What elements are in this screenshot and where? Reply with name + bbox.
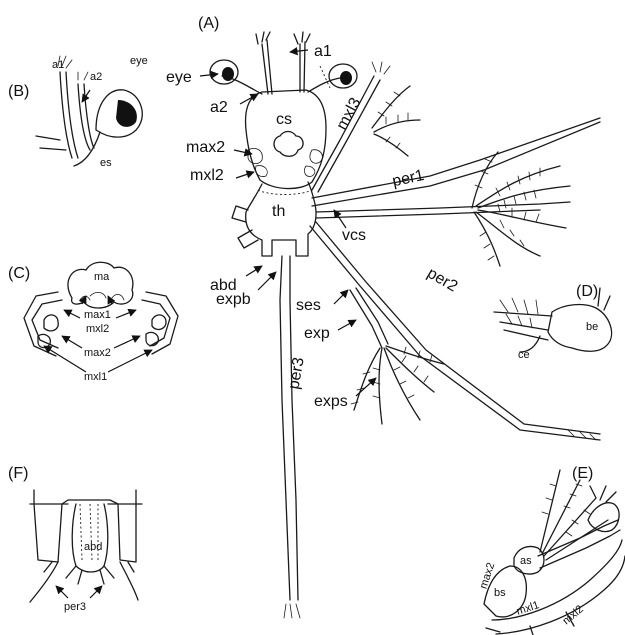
panel-c-label-ma: ma (94, 271, 110, 283)
panel-b-label-a2: a2 (90, 71, 102, 83)
panel-e: (E) as bs max2 mxl1 mxl2 (478, 465, 625, 635)
label-expb: expb (216, 291, 251, 308)
panel-a: (A) a1 eye a2 cs mxl3 max2 mxl2 per1 th … (166, 15, 600, 618)
panel-b-label-eye: eye (130, 55, 148, 67)
panel-d-label-ce: ce (518, 349, 530, 361)
label-mxl3: mxl3 (334, 95, 365, 133)
eye-left (210, 60, 262, 94)
panel-c: (C) ma max1 mxl2 max2 mxl1 (8, 262, 178, 383)
label-a1: a1 (314, 43, 332, 60)
panel-c-label-mxl1: mxl1 (84, 371, 107, 383)
panel-c-label-max1: max1 (84, 309, 111, 321)
label-exp: exp (304, 325, 330, 342)
label-max2: max2 (186, 139, 225, 156)
panel-f-letter: (F) (8, 465, 28, 482)
per1-upper-b (312, 122, 600, 206)
panel-c-mouthparts (68, 262, 133, 308)
label-per2: per2 (424, 265, 460, 296)
panel-c-label-mxl2: mxl2 (86, 323, 109, 335)
mouthpart-center (274, 132, 303, 157)
panel-a-letter: (A) (198, 15, 219, 32)
panel-b-letter: (B) (8, 83, 29, 100)
mxl3 (312, 76, 374, 190)
label-mxl2: mxl2 (190, 167, 224, 184)
label-cs: cs (276, 111, 292, 128)
per2 (310, 226, 600, 440)
panel-b: (B) a1 a2 eye es (8, 55, 148, 169)
per3 (280, 256, 290, 600)
eye-right (308, 64, 357, 92)
panel-c-letter: (C) (8, 265, 30, 282)
mxl3-plumose-setae (372, 86, 420, 156)
panel-b-label-a1: a1 (52, 59, 64, 71)
panel-c-label-max2: max2 (84, 347, 111, 359)
per1-plumose-setae (472, 152, 570, 266)
panel-e-label-as: as (520, 555, 532, 567)
panel-b-label-es: es (100, 157, 112, 169)
label-vcs: vcs (342, 227, 366, 244)
antenna1-right-tip (294, 32, 310, 44)
label-exps: exps (314, 393, 348, 410)
per2-exopod (350, 290, 382, 348)
label-th: th (272, 203, 285, 220)
panel-d: (D) be ce (494, 283, 612, 361)
panel-e-label-bs: bs (494, 587, 506, 599)
label-eye: eye (166, 69, 192, 86)
antenna1-left-tip (256, 32, 270, 44)
antenna1-left (262, 40, 272, 94)
label-ses: ses (296, 297, 321, 314)
per1-upper (312, 118, 600, 198)
panel-e-label-mxl1: mxl1 (515, 599, 541, 618)
panel-f-label-abd: abd (84, 541, 102, 553)
panel-d-label-be: be (586, 321, 598, 333)
label-per1: per1 (391, 167, 426, 190)
panel-e-letter: (E) (572, 465, 593, 482)
panel-f: (F) abd per3 (8, 465, 142, 613)
panel-d-letter: (D) (576, 283, 598, 300)
exps-plumose-setae (351, 346, 444, 424)
label-per3: per3 (285, 356, 307, 391)
panel-f-label-per3: per3 (64, 601, 86, 613)
antenna1-right (300, 42, 305, 92)
label-a2: a2 (210, 99, 228, 116)
panel-d-basal-endite (548, 305, 612, 352)
left-stub-2 (238, 230, 258, 248)
